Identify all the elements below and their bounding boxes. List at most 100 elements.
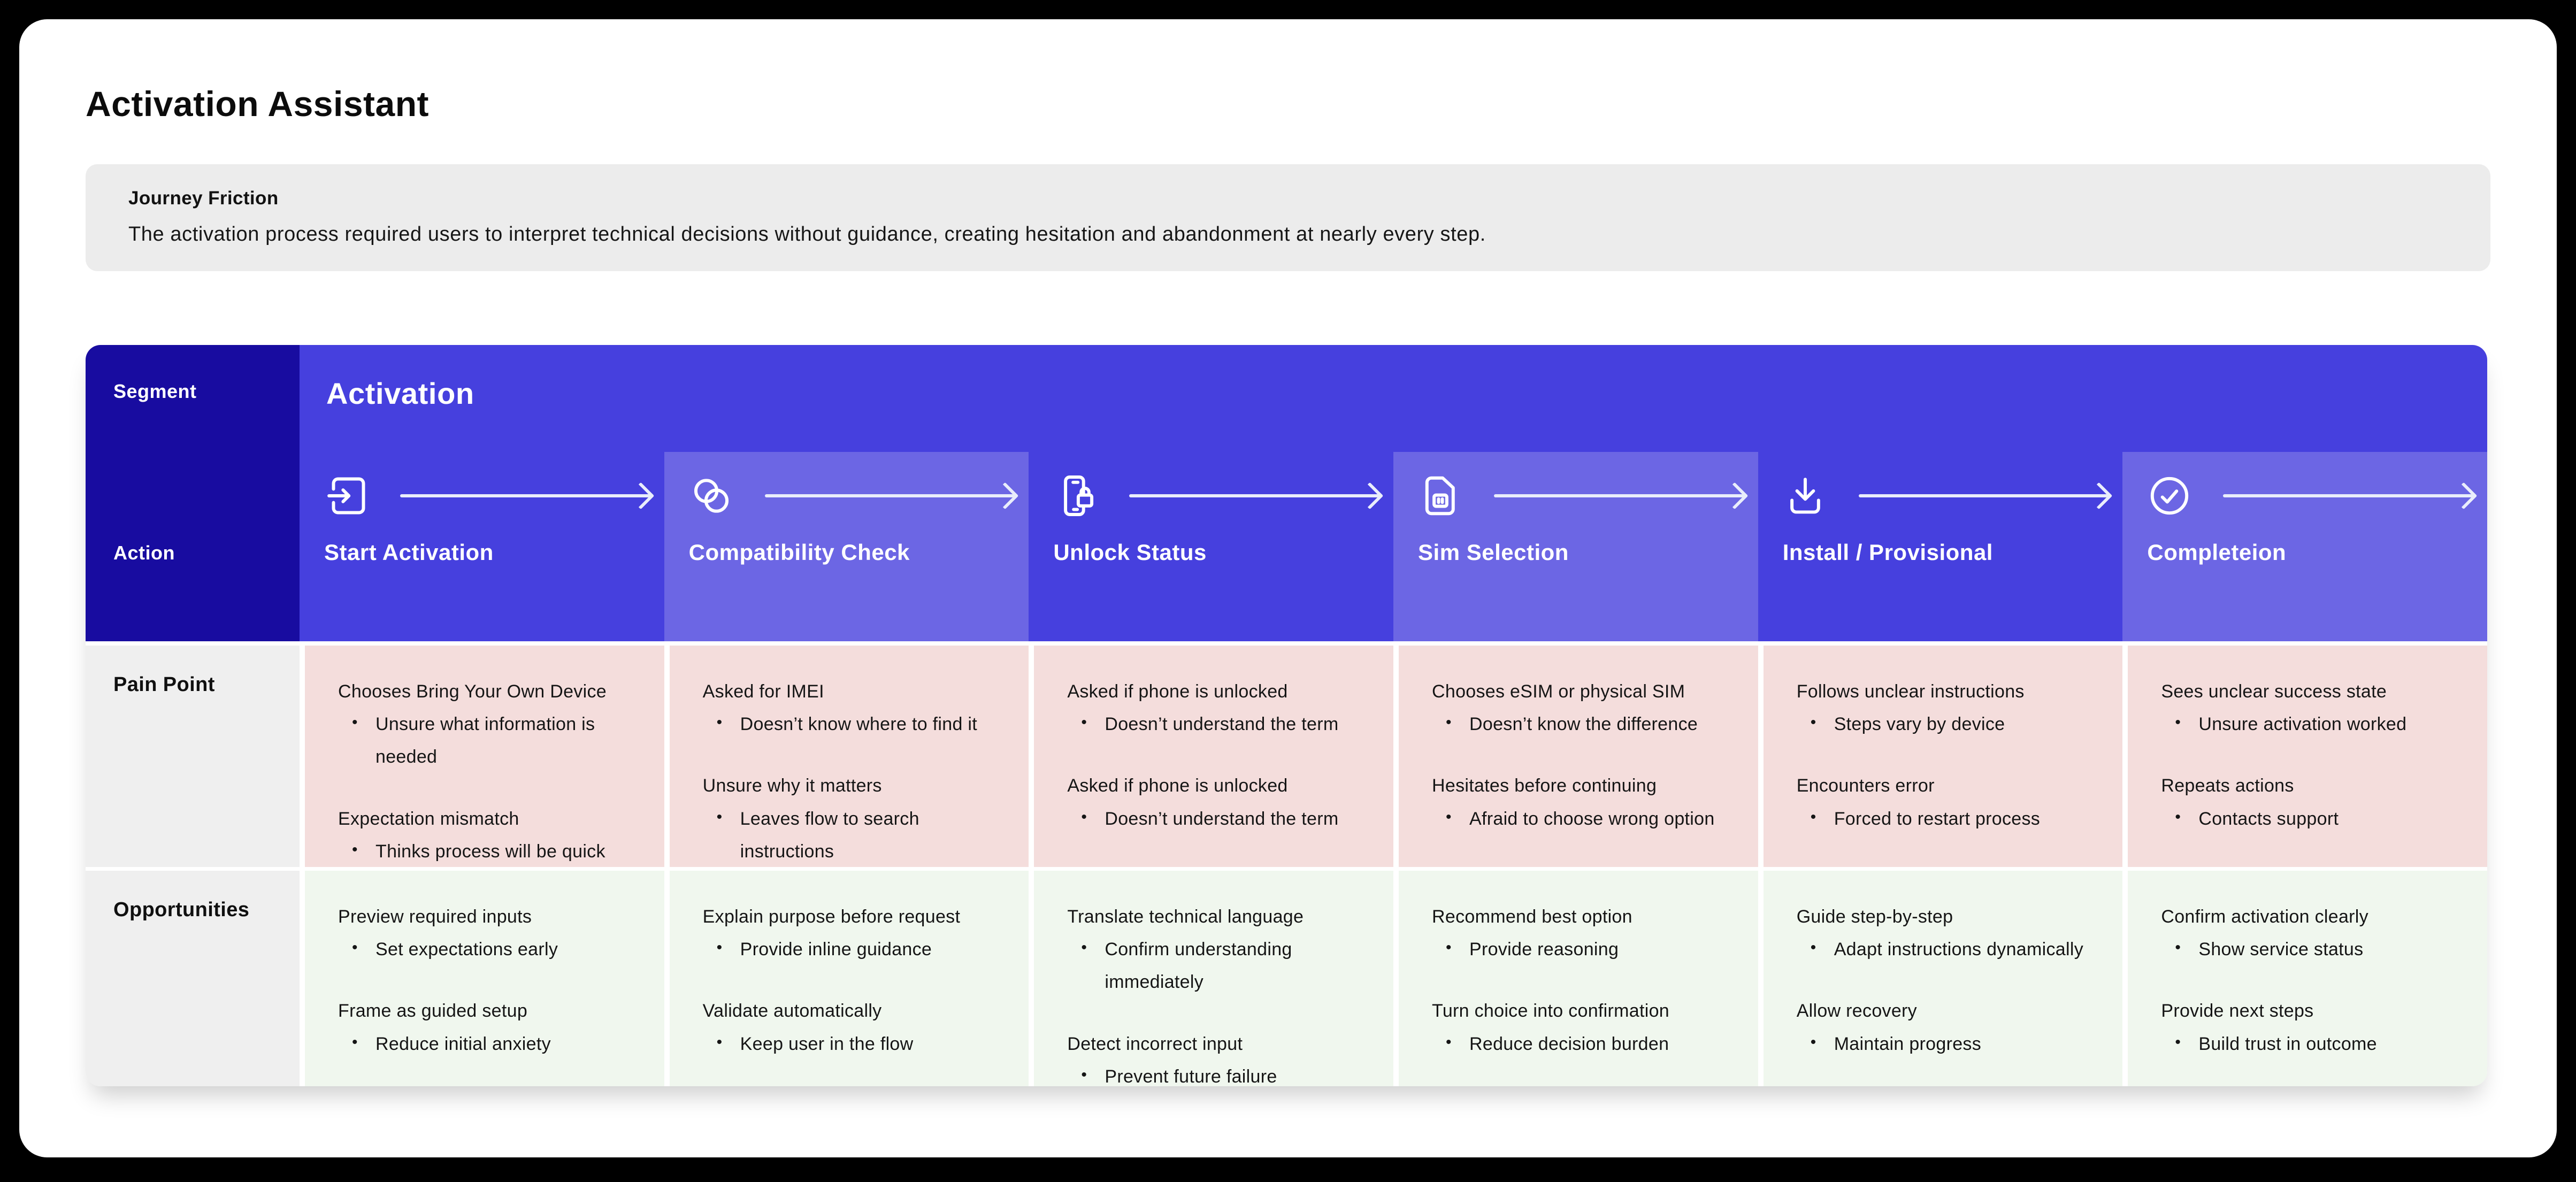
note-group: Guide step-by-step • Adapt instructions …	[1797, 901, 2089, 966]
note-group: Confirm activation clearly • Show servic…	[2161, 901, 2453, 966]
note-bullet-text: Provide reasoning	[1469, 939, 1619, 960]
note-bullet-row: • Prevent future failure	[1081, 1061, 1359, 1086]
pain-point-cell: Follows unclear instructions • Steps var…	[1763, 646, 2123, 867]
bullet-icon: •	[2175, 808, 2181, 826]
bullet-icon: •	[1446, 939, 1452, 957]
note-group: Recommend best option • Provide reasonin…	[1432, 901, 1724, 966]
note-group: Asked for IMEI • Doesn’t know where to f…	[703, 676, 995, 741]
pain-point-cell: Chooses eSIM or physical SIM • Doesn’t k…	[1399, 646, 1758, 867]
journey-band: Segment Action Activation Start Activati…	[86, 345, 2487, 641]
bullet-icon: •	[2175, 939, 2181, 957]
note-title: Repeats actions	[2161, 776, 2294, 796]
action-step-cell: Start Activation	[300, 452, 664, 641]
action-step-cell: Completeion	[2122, 452, 2487, 641]
note-title: Chooses eSIM or physical SIM	[1432, 681, 1685, 702]
bullet-icon: •	[352, 713, 358, 732]
note-group: Sees unclear success state • Unsure acti…	[2161, 676, 2453, 741]
action-icon-row	[1783, 470, 2123, 521]
note-title: Confirm activation clearly	[2161, 907, 2368, 927]
note-bullet-row: • Contacts support	[2175, 803, 2453, 835]
header-label-column: Segment Action	[86, 345, 300, 641]
note-bullet-text: Build trust in outcome	[2198, 1033, 2377, 1054]
note-title: Asked for IMEI	[702, 681, 824, 702]
note-title: Translate technical language	[1067, 907, 1304, 927]
arrow-right-icon	[1494, 494, 1744, 497]
note-bullet-row: • Provide inline guidance	[717, 933, 995, 966]
bullet-icon: •	[1810, 939, 1816, 957]
opportunity-cell: Translate technical language • Confirm u…	[1034, 871, 1394, 1086]
note-group: Asked if phone is unlocked • Doesn’t und…	[1067, 770, 1359, 835]
note-bullet-text: Reduce decision burden	[1469, 1033, 1669, 1054]
app-page: Activation Assistant Journey Friction Th…	[19, 19, 2557, 1157]
note-bullet-row: • Afraid to choose wrong option	[1446, 803, 1724, 835]
check-circle-icon	[2147, 473, 2192, 518]
download-icon	[1783, 473, 1828, 518]
pain-point-row: Pain Point Chooses Bring Your Own Device…	[86, 646, 2487, 867]
action-row: Start Activation Compatibility Check Unl…	[300, 452, 2487, 641]
note-bullet-row: • Keep user in the flow	[717, 1028, 995, 1061]
note-title: Chooses Bring Your Own Device	[338, 681, 607, 702]
note-group: Translate technical language • Confirm u…	[1067, 901, 1359, 999]
note-bullet-text: Reduce initial anxiety	[375, 1033, 551, 1054]
note-bullet-text: Confirm understanding immediately	[1105, 939, 1292, 993]
note-group: Follows unclear instructions • Steps var…	[1797, 676, 2089, 741]
action-step-title: Install / Provisional	[1782, 540, 1993, 565]
action-icon-row	[324, 470, 664, 521]
note-bullet-row: • Confirm understanding immediately	[1081, 933, 1359, 999]
bullet-icon: •	[1446, 713, 1452, 732]
arrow-right-icon	[764, 494, 1015, 497]
arrow-right-icon	[1129, 494, 1380, 497]
note-bullet-row: • Steps vary by device	[1811, 708, 2089, 741]
note-title: Validate automatically	[702, 1001, 882, 1022]
note-bullet-row: • Maintain progress	[1811, 1028, 2089, 1061]
note-title: Follows unclear instructions	[1796, 681, 2025, 702]
note-title: Turn choice into confirmation	[1432, 1001, 1669, 1022]
action-step-cell: Compatibility Check	[664, 452, 1029, 641]
bullet-icon: •	[1446, 808, 1452, 826]
note-bullet-text: Prevent future failure	[1105, 1066, 1277, 1086]
note-bullet-row: • Unsure activation worked	[2175, 708, 2453, 741]
note-bullet-text: Keep user in the flow	[740, 1033, 914, 1054]
note-bullet-text: Contacts support	[2198, 808, 2339, 829]
note-title: Asked if phone is unlocked	[1067, 776, 1288, 796]
bullet-icon: •	[352, 1033, 358, 1051]
bullet-icon: •	[1810, 808, 1816, 826]
note-title: Guide step-by-step	[1796, 907, 1953, 927]
note-group: Turn choice into confirmation • Reduce d…	[1432, 995, 1724, 1060]
phone-lock-icon	[1053, 473, 1098, 518]
note-bullet-row: • Thinks process will be quick	[352, 835, 630, 868]
note-bullet-row: • Forced to restart process	[1811, 803, 2089, 835]
arrow-right-icon	[2223, 494, 2474, 497]
note-bullet-row: • Doesn’t understand the term	[1081, 708, 1359, 741]
venn-circles-icon	[689, 473, 734, 518]
note-bullet-row: • Set expectations early	[352, 933, 630, 966]
action-step-cell: Install / Provisional	[1758, 452, 2123, 641]
journey-map-table: Segment Action Activation Start Activati…	[86, 345, 2487, 1086]
note-bullet-row: • Provide reasoning	[1446, 933, 1724, 966]
bullet-icon: •	[716, 713, 723, 732]
note-bullet-text: Provide inline guidance	[740, 939, 932, 960]
note-title: Hesitates before continuing	[1432, 776, 1657, 796]
note-title: Sees unclear success state	[2161, 681, 2387, 702]
note-bullet-text: Maintain progress	[1834, 1033, 1982, 1054]
action-icon-row	[1418, 470, 1758, 521]
bullet-icon: •	[1081, 1065, 1087, 1084]
note-bullet-text: Set expectations early	[375, 939, 558, 960]
note-group: Encounters error • Forced to restart pro…	[1797, 770, 2089, 835]
note-bullet-row: • Doesn’t know the difference	[1446, 708, 1724, 741]
note-group: Explain purpose before request • Provide…	[703, 901, 995, 966]
action-icon-row	[2147, 470, 2487, 521]
bullet-icon: •	[1810, 1033, 1816, 1051]
bullet-icon: •	[716, 808, 723, 826]
action-step-cell: Sim Selection	[1393, 452, 1758, 641]
note-bullet-text: Leaves flow to search instructions	[740, 808, 919, 862]
note-bullet-row: • Show service status	[2175, 933, 2453, 966]
note-title: Expectation mismatch	[338, 808, 519, 829]
pain-point-cell: Chooses Bring Your Own Device • Unsure w…	[305, 646, 664, 867]
opportunities-row-label: Opportunities	[86, 871, 300, 1086]
note-bullet-row: • Doesn’t understand the term	[1081, 803, 1359, 835]
note-title: Frame as guided setup	[338, 1001, 528, 1022]
arrow-right-icon	[1858, 494, 2109, 497]
bullet-icon: •	[1081, 808, 1087, 826]
bullet-icon: •	[1810, 713, 1816, 732]
